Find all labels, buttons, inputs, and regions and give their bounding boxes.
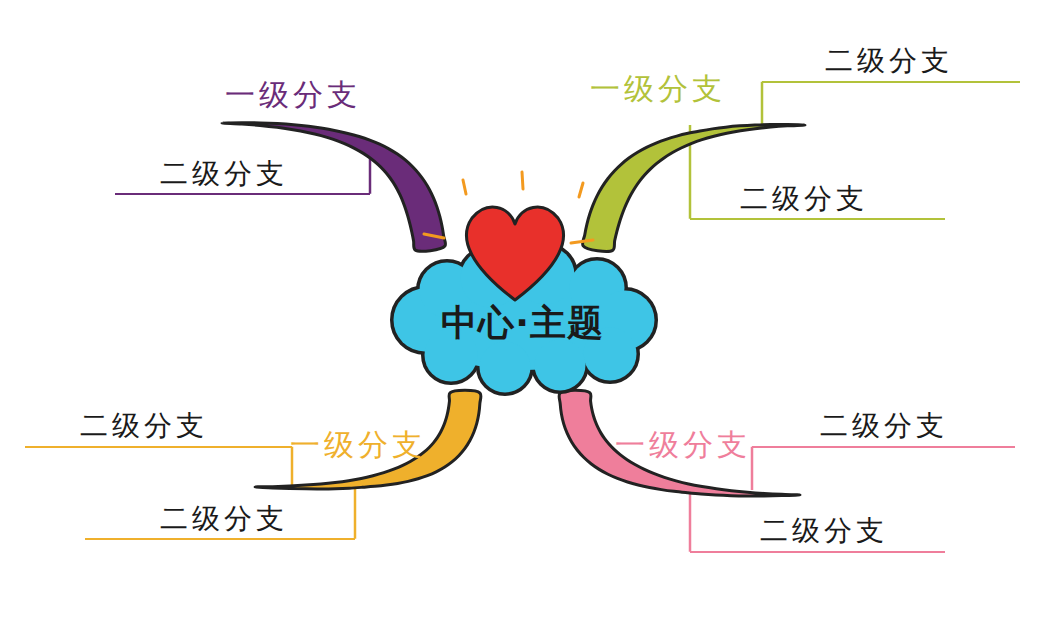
branch-label: 一级分支	[290, 428, 435, 462]
cloud-fill	[535, 340, 586, 391]
ray	[579, 183, 583, 197]
branch-band	[255, 390, 481, 489]
sub-branch-label: 二级分支	[760, 514, 888, 548]
cloud-fill	[480, 342, 531, 393]
main-branch: 一级分支	[222, 78, 382, 140]
branch-label: 一级分支	[225, 78, 382, 112]
sub-branch: 二级分支	[115, 155, 370, 195]
ray	[463, 180, 466, 194]
ray	[424, 234, 444, 238]
branch-line	[354, 485, 357, 539]
heart-symbol	[466, 207, 563, 300]
sub-branch: 二级分支	[85, 500, 355, 540]
branch-line	[761, 82, 764, 125]
sub-branch-label: 二级分支	[740, 182, 868, 216]
main-branch: 一级分支	[255, 428, 435, 485]
sub-branch: 二级分支	[25, 405, 292, 448]
sub-branch-label: 二级分支	[825, 44, 953, 78]
ray	[522, 172, 523, 189]
cloud-fill	[516, 246, 575, 305]
sub-branch-label: 二级分支	[160, 502, 288, 536]
branch-line	[751, 447, 754, 490]
branch-label: 一级分支	[590, 72, 805, 106]
sub-branch: 二级分支	[690, 510, 945, 553]
central-topic: 中心·主题	[385, 248, 660, 393]
sub-branch-label: 二级分支	[160, 157, 288, 191]
sub-branch-label: 二级分支	[80, 409, 208, 443]
sub-branch: 二级分支	[762, 40, 1020, 83]
branch-band	[559, 390, 800, 496]
branch-label: 一级分支	[615, 428, 800, 462]
cloud-fill	[461, 249, 520, 308]
sub-branch: 二级分支	[690, 180, 945, 220]
main-branch: 一级分支	[585, 72, 805, 125]
main-branch: 一级分支	[605, 428, 800, 490]
heart-rays	[424, 172, 593, 243]
sub-branch-label: 二级分支	[820, 409, 948, 443]
sub-branch: 二级分支	[752, 405, 1015, 448]
ray	[571, 240, 593, 243]
topic-text: 中心·主题	[441, 302, 604, 344]
